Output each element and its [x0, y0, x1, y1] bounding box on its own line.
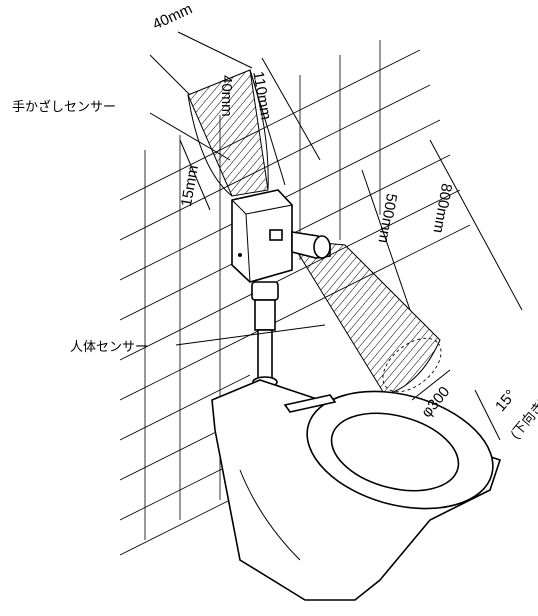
dimension-lines [149, 31, 523, 441]
body-sensor-zone [289, 239, 442, 396]
toilet-bowl [211, 379, 502, 601]
hand-sensor-zone [187, 69, 269, 197]
dim-40mm-side: 40mm [218, 75, 235, 117]
hand-sensor-label: 手かざしセンサー [12, 100, 117, 115]
body-sensor-label: 人体センサー [70, 340, 149, 355]
